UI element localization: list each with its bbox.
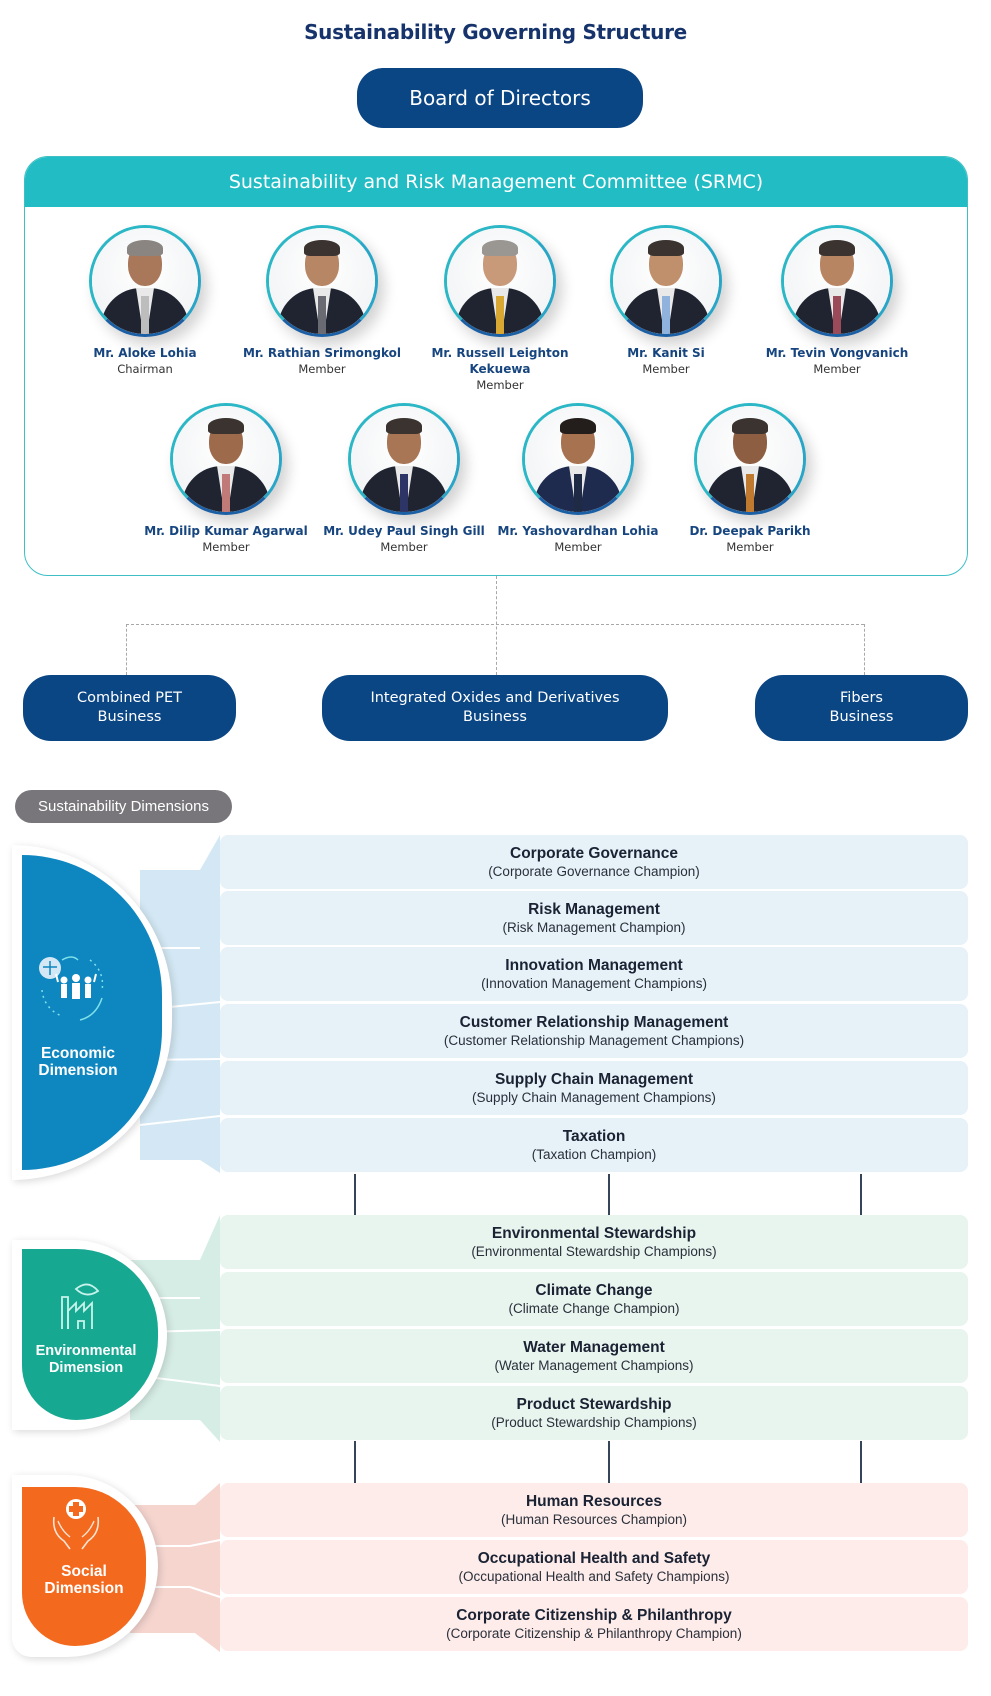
list-item: Corporate Governance(Corporate Governanc… (220, 835, 968, 889)
member-role: Member (380, 540, 428, 554)
member-photo (348, 403, 460, 515)
member-name: Mr. Udey Paul Singh Gill (323, 524, 485, 538)
connector-line (864, 624, 865, 675)
page-title: Sustainability Governing Structure (304, 20, 687, 44)
member-card: Mr. Dilip Kumar Agarwal Member (141, 403, 311, 555)
member-card: Mr. Rathian Srimongkol Member (237, 225, 407, 377)
list-item: Product Stewardship(Product Stewardship … (220, 1386, 968, 1440)
board-of-directors-box: Board of Directors (357, 68, 643, 128)
list-item: Climate Change(Climate Change Champion) (220, 1272, 968, 1326)
member-name: Mr. Dilip Kumar Agarwal (144, 524, 308, 538)
member-role: Member (726, 540, 774, 554)
connector-line (860, 1174, 862, 1215)
srmc-header: Sustainability and Risk Management Commi… (25, 157, 967, 207)
member-photo (266, 225, 378, 337)
member-name: Mr. Tevin Vongvanich (765, 346, 909, 360)
sustainability-dimensions-label: Sustainability Dimensions (15, 790, 232, 823)
hands-medical-cross-icon (52, 1499, 100, 1550)
member-role: Member (642, 362, 690, 376)
list-item: Supply Chain Management(Supply Chain Man… (220, 1061, 968, 1115)
factory-leaf-icon (61, 1283, 100, 1329)
member-photo (522, 403, 634, 515)
member-card: Mr. Tevin Vongvanich Member (752, 225, 922, 377)
list-item: Environmental Stewardship(Environmental … (220, 1215, 968, 1269)
economic-funnel-connector (139, 835, 221, 1173)
member-role: Member (298, 362, 346, 376)
list-item: Risk Management(Risk Management Champion… (220, 891, 968, 945)
member-card: Mr. Aloke Lohia Chairman (60, 225, 230, 377)
member-card: Mr. Yashovardhan Lohia Member (493, 403, 663, 555)
connector-line (126, 624, 864, 625)
member-name: Mr. Kanit Si (627, 346, 705, 360)
member-role: Member (476, 378, 524, 392)
member-name: Mr. Rathian Srimongkol (242, 346, 401, 360)
member-photo (170, 403, 282, 515)
connector-line (608, 1174, 610, 1215)
list-item: Corporate Citizenship & Philanthropy(Cor… (220, 1597, 968, 1651)
member-role: Member (554, 540, 602, 554)
connector-line (860, 1441, 862, 1483)
member-photo (781, 225, 893, 337)
member-name: Mr. Aloke Lohia (93, 346, 197, 360)
member-photo (610, 225, 722, 337)
connector-line (126, 624, 127, 675)
people-balance-cycle-icon (39, 956, 104, 1021)
list-item: Taxation(Taxation Champion) (220, 1118, 968, 1172)
connector-line (354, 1174, 356, 1215)
member-card: Mr. Kanit Si Member (581, 225, 751, 377)
list-item: Human Resources(Human Resources Champion… (220, 1483, 968, 1537)
member-photo (694, 403, 806, 515)
member-photo (89, 225, 201, 337)
member-name: Mr. Yashovardhan Lohia (497, 524, 659, 538)
connector-line (354, 1441, 356, 1483)
list-item: Customer Relationship Management(Custome… (220, 1004, 968, 1058)
list-item: Water Management(Water Management Champi… (220, 1329, 968, 1383)
member-photo (444, 225, 556, 337)
member-role: Member (202, 540, 250, 554)
connector-line (496, 576, 497, 675)
member-name: Dr. Deepak Parikh (689, 524, 811, 538)
list-item: Occupational Health and Safety(Occupatio… (220, 1540, 968, 1594)
list-item: Innovation Management(Innovation Managem… (220, 947, 968, 1001)
connector-line (608, 1441, 610, 1483)
member-card: Dr. Deepak Parikh Member (665, 403, 835, 555)
member-role: Chairman (117, 362, 173, 376)
member-role: Member (813, 362, 861, 376)
member-card: Mr. Udey Paul Singh Gill Member (319, 403, 489, 555)
